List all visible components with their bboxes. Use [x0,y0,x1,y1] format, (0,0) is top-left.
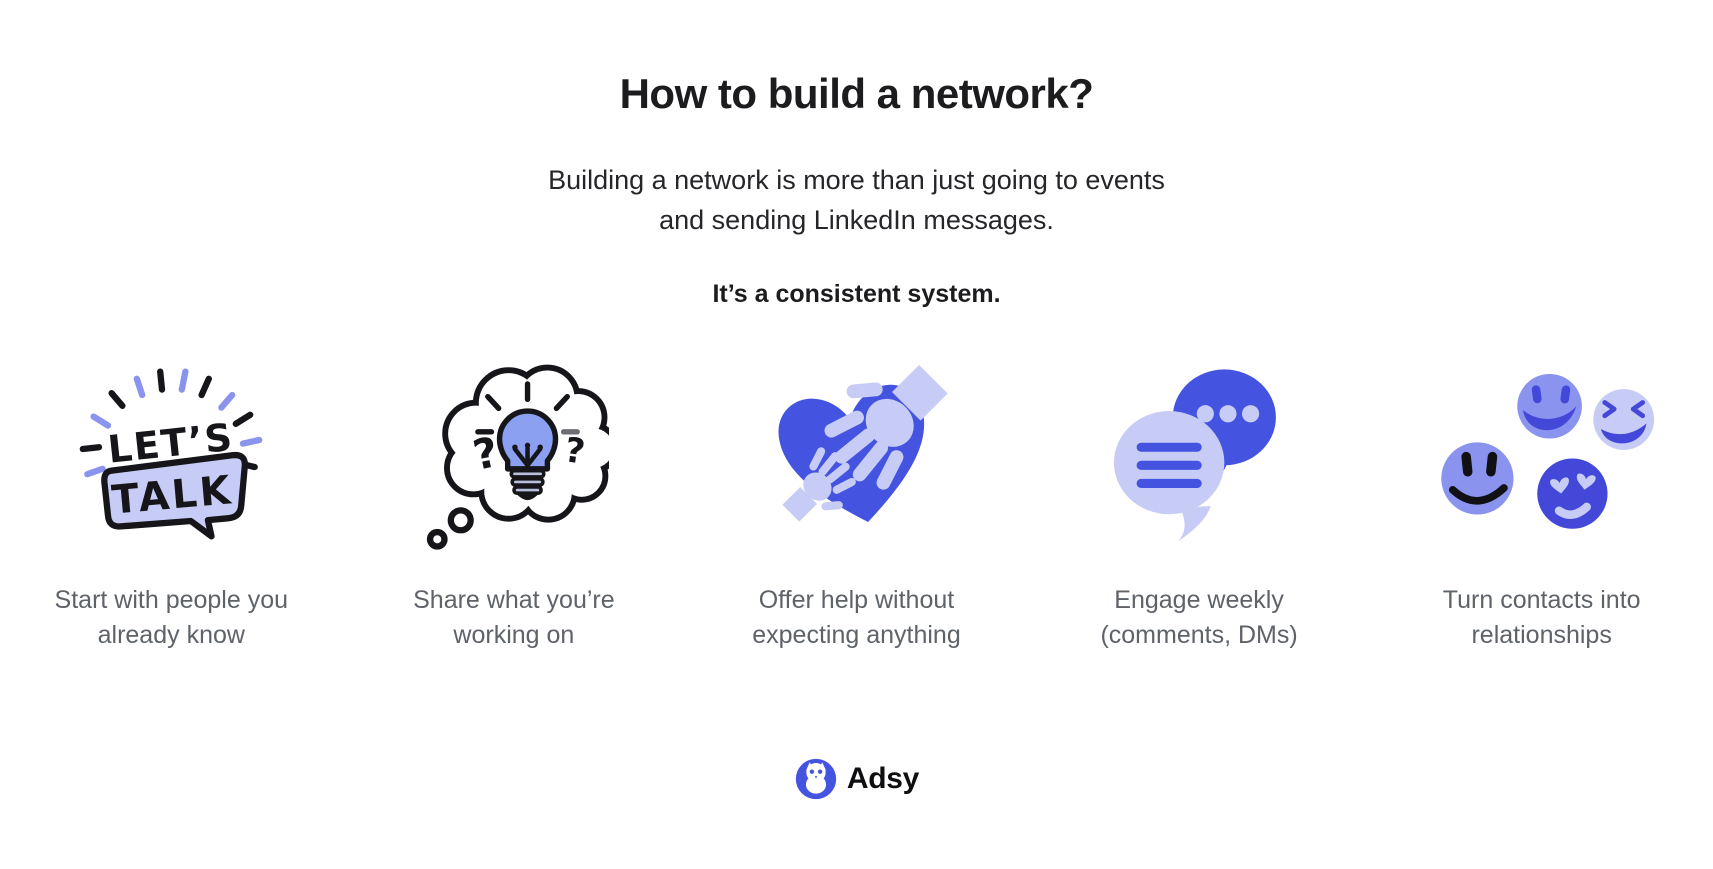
step-caption: Turn contacts into relationships [1442,586,1641,649]
talk-text: TALK [110,467,235,523]
steps-row: LET’S TALK Start with people you already… [0,343,1713,653]
chat-bubbles-icon [1114,368,1276,541]
xd-laughing-face [1592,389,1654,450]
heart-with-hands-icon [779,364,949,523]
lets-talk-speech-bubble-icon: LET’S TALK [79,368,263,540]
bulb-rays [475,381,580,435]
step-caption: Share what you’re working on [413,586,615,649]
step-engage-weekly: Engage weekly (comments, DMs) [1028,343,1371,653]
big-hand [824,364,949,490]
front-bubble [1114,410,1225,541]
speech-bubble [101,451,249,540]
subtitle-line-1: Building a network is more than just goi… [548,165,1165,195]
step-offer-help: Offer help without expecting anything [685,343,1028,653]
page-title: How to build a network? [619,70,1094,117]
step-turn-contacts: Turn contacts into relationships [1370,343,1713,653]
brand-logo: Adsy [0,757,1713,801]
small-hand [782,447,857,522]
bulb-base [509,468,546,500]
step-share-working-on: ? ? Share what you’re working on [343,343,686,653]
adsy-owl-icon [795,758,837,800]
subtitle-line-2: and sending LinkedIn messages. [659,205,1054,235]
emoji-faces-icon [1440,373,1654,529]
owl [805,762,826,794]
lightbulb-glass [496,408,559,472]
tagline: It’s a consistent system. [712,280,1001,308]
step-start-with-people: LET’S TALK Start with people you already… [0,343,343,653]
step-caption: Engage weekly (comments, DMs) [1100,586,1298,649]
filament [512,442,543,468]
step-caption: Offer help without expecting anything [752,586,961,649]
laughing-face [1516,373,1582,439]
heart-eyes-face [1536,458,1608,529]
brand-name: Adsy [846,762,920,795]
smiley-face [1440,442,1514,515]
step-caption: Start with people you already know [54,586,289,649]
subtitle: Building a network is more than just goi… [0,160,1713,240]
thought-cloud-lightbulb-icon: ? ? [426,364,609,550]
